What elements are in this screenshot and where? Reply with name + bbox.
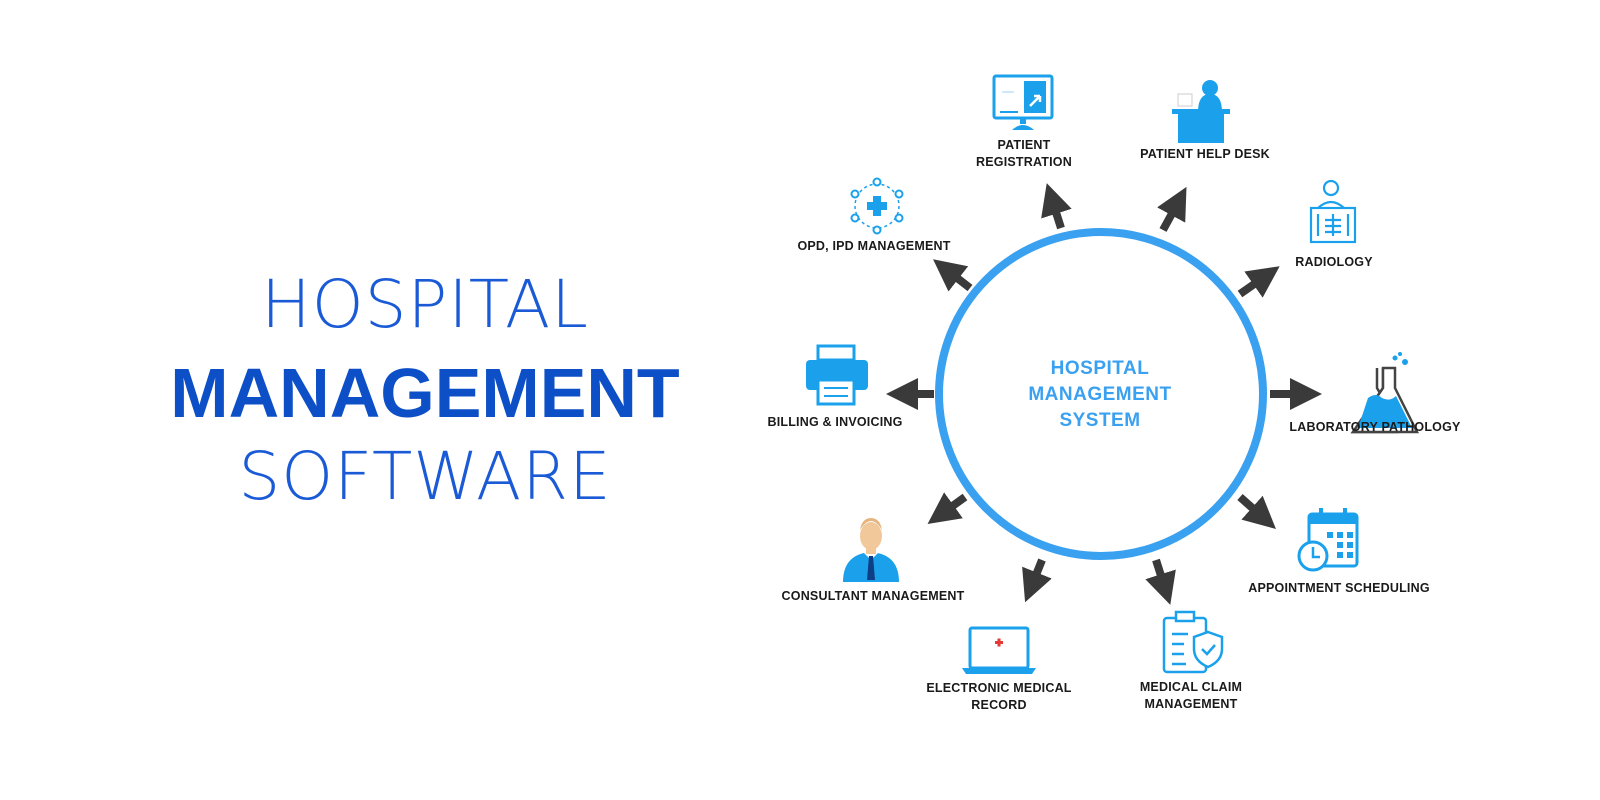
module-label: MANAGEMENT bbox=[1144, 697, 1238, 711]
module-label: ELECTRONIC MEDICAL bbox=[926, 681, 1072, 695]
module-billing-invoicing: BILLING & INVOICING bbox=[767, 414, 902, 431]
module-opd-ipd: OPD, IPD MANAGEMENT bbox=[797, 238, 950, 255]
arrow-opd bbox=[933, 259, 973, 292]
module-label: CONSULTANT MANAGEMENT bbox=[781, 589, 965, 603]
module-label: OPD, IPD MANAGEMENT bbox=[797, 239, 951, 253]
arrow-consultant bbox=[927, 492, 968, 525]
arrow-claim bbox=[1145, 558, 1176, 605]
help-desk-icon bbox=[1172, 80, 1230, 143]
module-label: RADIOLOGY bbox=[1295, 255, 1373, 269]
headline-line2: MANAGEMENT bbox=[170, 354, 680, 432]
hub-label: HOSPITAL MANAGEMENT SYSTEM bbox=[1000, 356, 1200, 434]
module-label: MEDICAL CLAIM bbox=[1139, 680, 1243, 694]
arrow-radiology bbox=[1237, 266, 1280, 298]
clipboard-shield-icon bbox=[1162, 610, 1224, 674]
module-label: PATIENT bbox=[997, 138, 1051, 152]
module-label: RECORD bbox=[971, 698, 1027, 712]
module-laboratory-pathology: LABORATORY PATHOLOGY bbox=[1289, 419, 1460, 436]
module-appointment-scheduling: APPOINTMENT SCHEDULING bbox=[1248, 580, 1430, 597]
hub-ring bbox=[935, 228, 1267, 560]
hub-line2: MANAGEMENT bbox=[1028, 384, 1172, 405]
headline-line1: HOSPITAL bbox=[261, 266, 589, 343]
hub-line3: SYSTEM bbox=[1059, 410, 1141, 431]
module-label: REGISTRATION bbox=[976, 155, 1072, 169]
module-label: PATIENT HELP DESK bbox=[1140, 147, 1270, 161]
module-label: LABORATORY PATHOLOGY bbox=[1289, 420, 1461, 434]
module-label: BILLING & INVOICING bbox=[767, 415, 903, 429]
module-label: APPOINTMENT SCHEDULING bbox=[1248, 581, 1430, 595]
module-patient-registration: PATIENT REGISTRATION bbox=[976, 137, 1072, 171]
module-medical-claim: MEDICAL CLAIM MANAGEMENT bbox=[1140, 679, 1242, 713]
consultant-icon bbox=[843, 518, 899, 582]
arrow-appointment bbox=[1237, 494, 1276, 529]
module-radiology: RADIOLOGY bbox=[1295, 254, 1373, 271]
flask-icon bbox=[1350, 352, 1420, 434]
arrow-registration bbox=[1041, 183, 1072, 230]
arrows bbox=[886, 183, 1322, 605]
xray-icon bbox=[1309, 179, 1357, 244]
medical-network-icon bbox=[850, 177, 904, 235]
module-emr: ELECTRONIC MEDICAL RECORD bbox=[926, 680, 1071, 714]
hub-line1: HOSPITAL bbox=[1050, 358, 1150, 379]
printer-icon bbox=[806, 344, 868, 406]
arrow-emr bbox=[1022, 558, 1052, 603]
module-patient-help-desk: PATIENT HELP DESK bbox=[1140, 146, 1270, 163]
calendar-clock-icon bbox=[1297, 508, 1359, 572]
arrow-help-desk bbox=[1157, 186, 1187, 232]
module-consultant-management: CONSULTANT MANAGEMENT bbox=[782, 588, 965, 605]
headline-line3: SOFTWARE bbox=[238, 438, 612, 515]
laptop-medical-icon bbox=[962, 626, 1036, 674]
monitor-registration-icon bbox=[992, 74, 1054, 130]
